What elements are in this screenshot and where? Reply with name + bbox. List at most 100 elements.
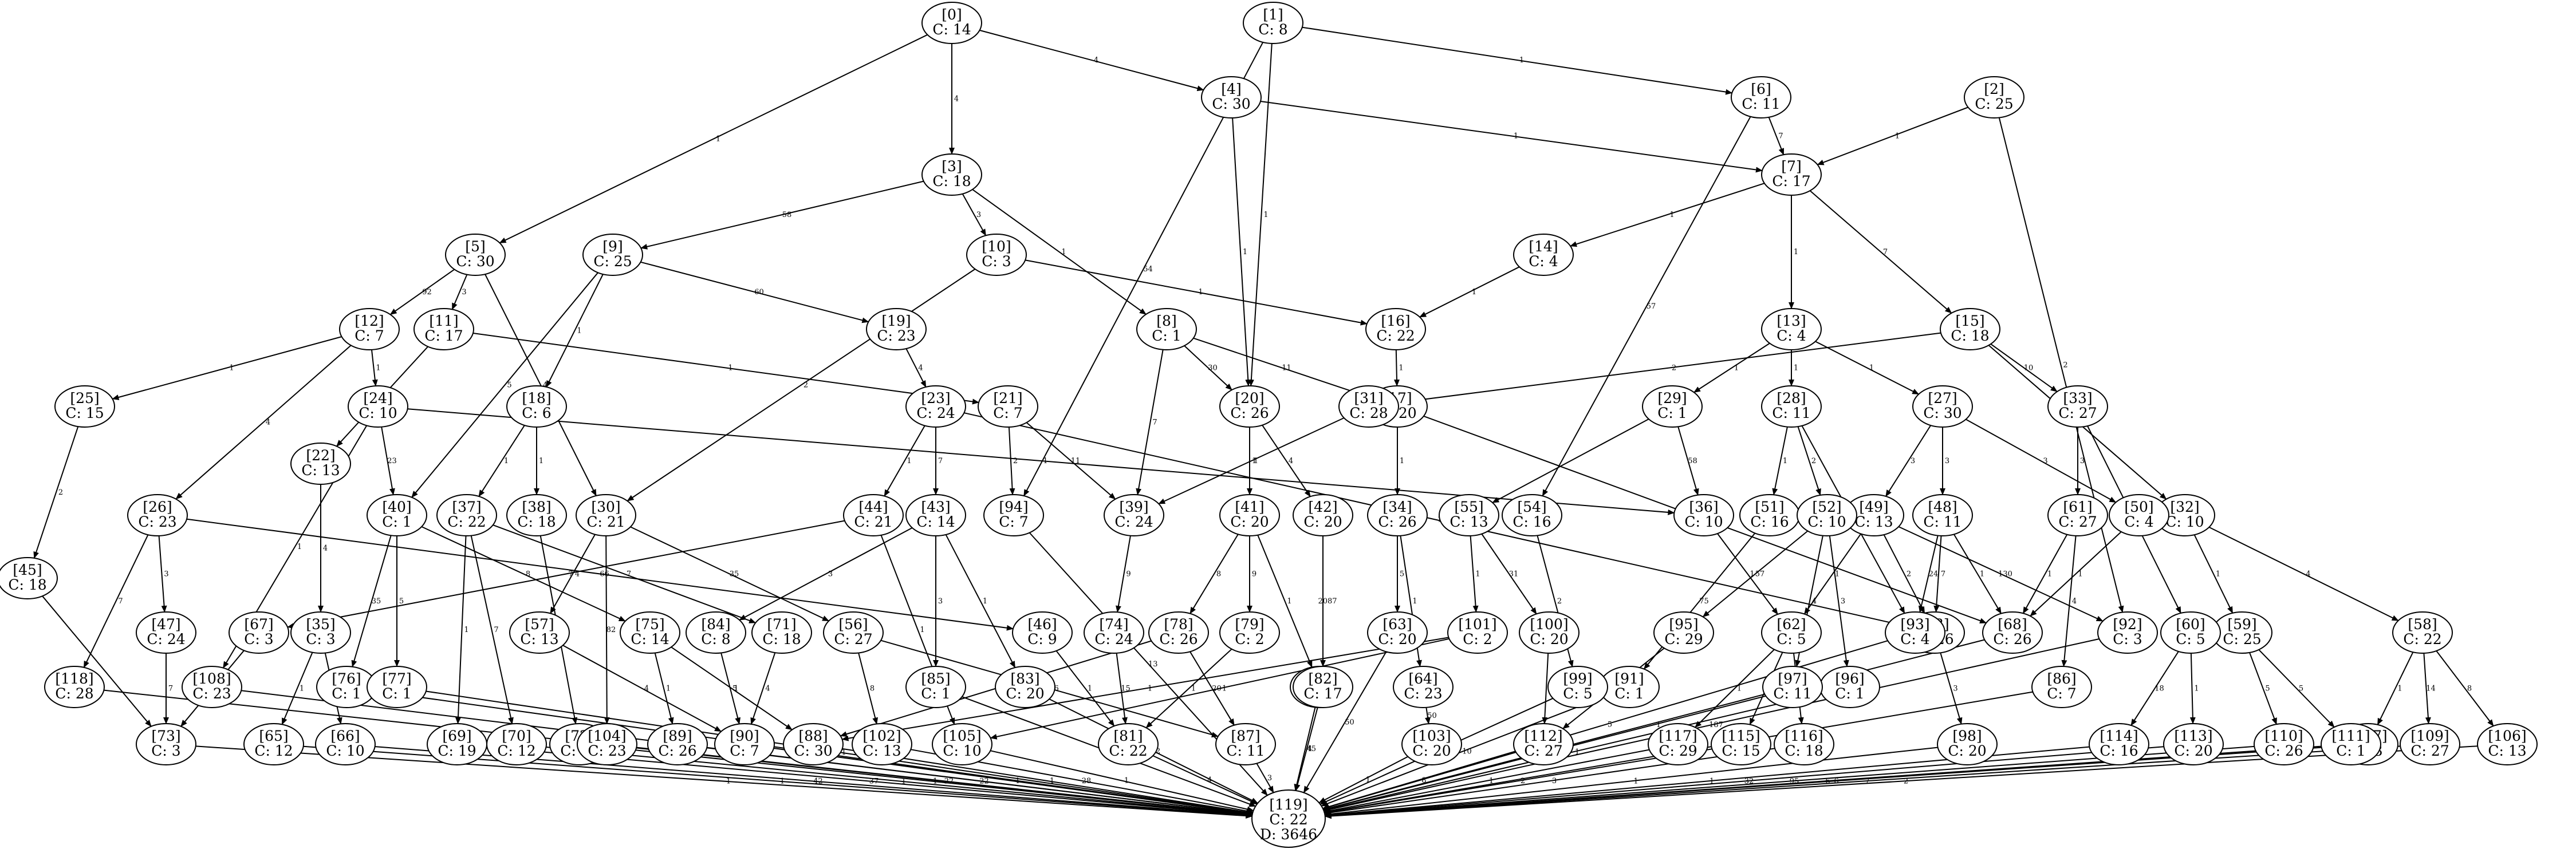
node-ellipse [1098, 723, 1159, 765]
graph-node-34: [34]C: 26 [1367, 494, 1428, 536]
node-id-label: [78] [1164, 616, 1193, 633]
node-cost-label: C: 14 [916, 514, 955, 530]
edge-weight-label: 1 [1198, 288, 1203, 297]
edge-weight-label: 1 [1794, 364, 1798, 373]
node-cost-label: C: 10 [1807, 514, 1846, 530]
node-id-label: [106] [2488, 728, 2526, 744]
graph-node-23: [23]C: 24 [905, 385, 966, 428]
edge-112-119 [1322, 752, 1517, 810]
node-id-label: [43] [921, 499, 950, 515]
node-id-label: [15] [1955, 313, 1984, 329]
node-cost-label: C: 7 [999, 514, 1028, 530]
node-cost-label: C: 14 [932, 21, 971, 38]
node-ellipse [905, 666, 966, 708]
edge-weight-label: 2 [1557, 597, 1562, 606]
edge-weight-label: 1 [1519, 56, 1524, 65]
node-id-label: [3] [942, 158, 962, 175]
node-ellipse [905, 494, 966, 536]
node-ellipse [509, 611, 570, 654]
edge-60-113 [2189, 653, 2196, 724]
edge-weight-label: 2 [1156, 747, 1160, 756]
edge-weight-label: 1 [1399, 364, 1403, 373]
node-ellipse [852, 723, 912, 765]
node-ellipse [1513, 234, 1574, 276]
node-ellipse [1219, 385, 1280, 428]
edge-weight-label: 1 [728, 364, 732, 373]
node-cost-label: C: 4 [1777, 327, 1806, 344]
edge-30-57 [550, 534, 596, 614]
node-ellipse [436, 494, 497, 536]
node-id-label: [102] [862, 728, 901, 744]
edge-101-105 [990, 638, 1450, 740]
edge-weight-label: 3 [2043, 457, 2047, 465]
node-cost-label: C: 22 [1109, 743, 1147, 759]
node-ellipse [1761, 153, 1822, 196]
node-id-label: [52] [1812, 499, 1841, 515]
node-id-label: [16] [1381, 313, 1410, 329]
graph-node-119: [119]C: 22D: 3646 [1251, 789, 1326, 848]
edge-53-98 [1940, 653, 1963, 725]
graph-node-59: [59]C: 25 [2212, 611, 2272, 654]
graph-node-91: [91]C: 1 [1599, 666, 1660, 708]
edge-weight-label: 35 [372, 597, 381, 606]
edge-15-33 [1990, 343, 2058, 392]
edge-weight-label: 7 [568, 570, 573, 579]
edge-weight-label: 10 [1462, 748, 1472, 756]
node-cost-label: C: 25 [593, 253, 632, 270]
graph-node-4: [4]C: 30 [1201, 76, 1262, 119]
edge-weight-label: 1 [577, 327, 581, 335]
graph-node-33: [33]C: 27 [2047, 385, 2108, 428]
graph-node-18: [18]C: 6 [506, 385, 567, 428]
edge-74-81 [1116, 653, 1128, 725]
graph-node-55: [55]C: 13 [1439, 494, 1499, 536]
edge-5-11 [451, 274, 468, 310]
node-ellipse [783, 723, 844, 765]
node-ellipse [1653, 611, 1714, 654]
edge-12-25 [112, 336, 342, 400]
edge-weight-label: 1 [780, 777, 785, 786]
node-ellipse [1148, 611, 1209, 654]
graph-node-62: [62]C: 5 [1761, 611, 1822, 654]
node-cost-label: C: 7 [993, 405, 1022, 421]
edge-weight-label: 1 [1400, 457, 1404, 465]
node-id-label: [113] [2174, 728, 2212, 744]
node-cost-label: C: 10 [1684, 514, 1723, 530]
edge-weight-label: 1 [716, 135, 720, 144]
node-id-label: [5] [465, 238, 485, 255]
node-cost-label: C: 7 [355, 327, 384, 344]
node-id-label: [70] [502, 728, 531, 744]
edge-weight-label: 7 [1883, 248, 1888, 256]
edge-weight-label: 42 [813, 777, 823, 786]
node-ellipse [1711, 723, 1771, 765]
node-ellipse [2254, 723, 2314, 765]
node-ellipse [127, 494, 188, 536]
node-cost-label: C: 28 [1349, 405, 1388, 421]
node-id-label: [36] [1689, 499, 1718, 515]
node-cost-label: C: 1 [2336, 743, 2365, 759]
node-id-label: [13] [1777, 313, 1806, 329]
node-ellipse [290, 611, 351, 654]
edge-weight-label: 1 [297, 543, 302, 551]
edge-18-37 [478, 425, 525, 497]
edge-111-119 [1324, 745, 2322, 819]
node-cost-label: C: 13 [862, 743, 901, 759]
graph-node-102: [102]C: 13 [852, 723, 912, 765]
node-cost-label: C: 22 [2403, 631, 2441, 647]
node-id-label: [66] [330, 728, 360, 744]
graph-node-13: [13]C: 4 [1761, 308, 1822, 350]
node-ellipse [582, 234, 643, 276]
edge-16-17 [1393, 349, 1400, 386]
edge-weight-label: 14 [2426, 685, 2436, 693]
graph-node-74: [74]C: 24 [1084, 611, 1144, 654]
graph-node-42: [42]C: 20 [1293, 494, 1353, 536]
node-cost-label: C: 17 [1772, 173, 1810, 189]
edge-weight-label: 1 [901, 777, 906, 785]
node-id-label: [116] [1785, 728, 1823, 744]
node-cost-label: C: 20 [1230, 514, 1269, 530]
node-ellipse [1201, 76, 1262, 119]
node-cost-label: C: 2 [1235, 631, 1264, 647]
node-id-label: [69] [442, 728, 471, 744]
graph-node-92: [92]C: 3 [2097, 611, 2158, 654]
graph-node-16: [16]C: 22 [1365, 308, 1426, 350]
node-cost-label: C: 22 [447, 514, 486, 530]
